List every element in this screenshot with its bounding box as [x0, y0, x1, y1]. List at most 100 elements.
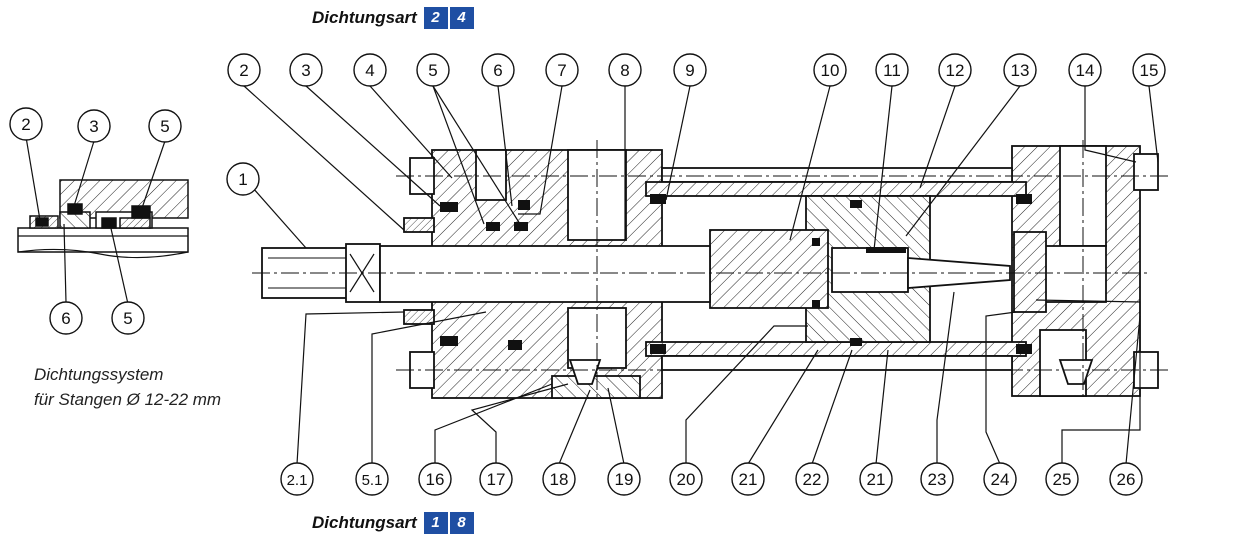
- callout-number: 5: [428, 61, 437, 80]
- callout-bubble: 7: [545, 53, 579, 87]
- callout-circle: [479, 462, 513, 496]
- callout-bubble: 5.1: [355, 462, 389, 496]
- callout-number: 21: [867, 470, 886, 489]
- callout-bubble: 24: [983, 462, 1017, 496]
- callout-bubble: 4: [353, 53, 387, 87]
- callout-number: 23: [928, 470, 947, 489]
- callout-number: 10: [821, 61, 840, 80]
- callout-number: 7: [557, 61, 566, 80]
- seal-type-badge: 4: [449, 7, 474, 29]
- callout-number: 1: [238, 170, 247, 189]
- seal-type-label: Dichtungsart: [312, 513, 417, 532]
- callout-circle: [1132, 53, 1166, 87]
- callout-bubble: 8: [608, 53, 642, 87]
- callout-circle: [1045, 462, 1079, 496]
- callout-bubble: 20: [669, 462, 703, 496]
- callout-circle: [859, 462, 893, 496]
- callout-bubble: 3: [77, 109, 111, 143]
- callout-bubble: 25: [1045, 462, 1079, 496]
- callout-bubble: 1: [226, 162, 260, 196]
- callout-circle: [608, 53, 642, 87]
- callout-circle: [938, 53, 972, 87]
- callout-circle: [795, 462, 829, 496]
- callout-circle: [280, 462, 314, 496]
- callout-circle: [545, 53, 579, 87]
- callout-bubble: 9: [673, 53, 707, 87]
- callout-circle: [673, 53, 707, 87]
- callout-bubble: 3: [289, 53, 323, 87]
- inset-leaders: [25, 136, 166, 305]
- callout-number: 3: [89, 117, 98, 136]
- callout-bubble: 14: [1068, 53, 1102, 87]
- callouts-bottom: 2.1 5.1 16 17 18 19 20 21 22 21 23 24 25 26: [280, 462, 1143, 496]
- callout-bubble: 11: [875, 53, 909, 87]
- callout-circle: [920, 462, 954, 496]
- callout-circle: [226, 162, 260, 196]
- callout-bubble: 21: [859, 462, 893, 496]
- callout-circle: [875, 53, 909, 87]
- callout-circle: [813, 53, 847, 87]
- callout-number: 21: [739, 470, 758, 489]
- callout-circle: [416, 53, 450, 87]
- callout-bubble: 22: [795, 462, 829, 496]
- callout-circle: [289, 53, 323, 87]
- callout-number: 13: [1011, 61, 1030, 80]
- callout-bubble: 26: [1109, 462, 1143, 496]
- callout-bubble: 10: [813, 53, 847, 87]
- callout-number: 22: [803, 470, 822, 489]
- callout-number: 3: [301, 61, 310, 80]
- callout-circle: [111, 301, 145, 335]
- callout-number: 15: [1140, 61, 1159, 80]
- callout-number: 6: [493, 61, 502, 80]
- callout-number: 6: [61, 309, 70, 328]
- callout-number: 19: [615, 470, 634, 489]
- callout-circle: [481, 53, 515, 87]
- callout-bubble: 13: [1003, 53, 1037, 87]
- center-lines: [252, 140, 1170, 400]
- callout-circle: [418, 462, 452, 496]
- leader-lines: [243, 85, 1159, 465]
- callout-number: 5: [160, 117, 169, 136]
- callout-bubble: 21: [731, 462, 765, 496]
- callout-number: 5: [123, 309, 132, 328]
- seal-type-badge: 8: [449, 512, 474, 534]
- callout-number: 4: [365, 61, 374, 80]
- callout-number: 24: [991, 470, 1010, 489]
- callout-circle: [353, 53, 387, 87]
- inset-caption-line1: Dichtungssystem: [34, 365, 164, 384]
- callout-circle: [49, 301, 83, 335]
- callout-number: 5.1: [362, 472, 383, 489]
- callout-bubble: 5: [111, 301, 145, 335]
- callout-circle: [669, 462, 703, 496]
- callout-number: 8: [620, 61, 629, 80]
- callout-bubble: 17: [479, 462, 513, 496]
- callout-bubble: 6: [481, 53, 515, 87]
- callout-number: 2: [239, 61, 248, 80]
- seal-type-badge: 1: [423, 512, 448, 534]
- callout-bubble: 23: [920, 462, 954, 496]
- callout-circle: [355, 462, 389, 496]
- callout-circle: [983, 462, 1017, 496]
- inset-caption-line2: für Stangen Ø 12-22 mm: [34, 390, 222, 409]
- callout-circle: [1109, 462, 1143, 496]
- callout-number: 11: [883, 61, 901, 80]
- seals: [440, 194, 1032, 354]
- callout-number: 17: [487, 470, 506, 489]
- callout-number: 9: [685, 61, 694, 80]
- callout-number: 2.1: [287, 472, 308, 489]
- callout-circle: [731, 462, 765, 496]
- callout-number: 14: [1076, 61, 1095, 80]
- callout-number: 18: [550, 470, 569, 489]
- callout-number: 20: [677, 470, 696, 489]
- callout-bubble: 18: [542, 462, 576, 496]
- callout-circle: [148, 109, 182, 143]
- callout-bubble: 2.1: [280, 462, 314, 496]
- callout-number: 25: [1053, 470, 1072, 489]
- callout-bubble: 5: [416, 53, 450, 87]
- callout-number: 16: [426, 470, 445, 489]
